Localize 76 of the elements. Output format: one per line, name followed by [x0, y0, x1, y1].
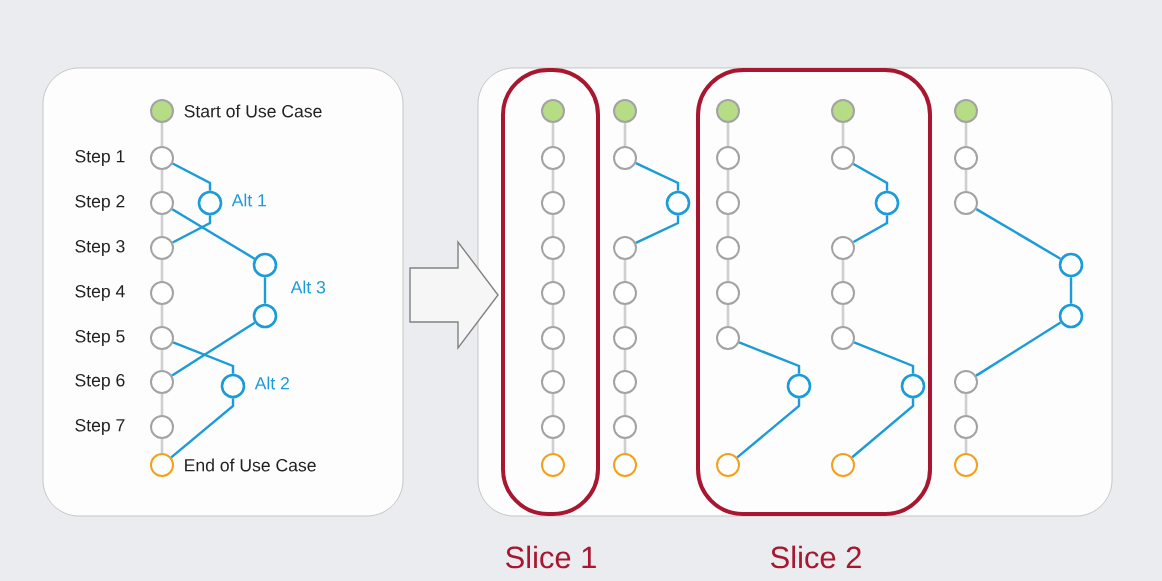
step-line — [623, 123, 627, 146]
step-line — [551, 305, 555, 326]
step-line — [160, 123, 164, 146]
end-label: End of Use Case — [185, 458, 316, 472]
step-label: Step 4 — [75, 285, 125, 301]
alternative-circle — [900, 373, 926, 399]
step-label: Step 3 — [75, 240, 125, 256]
card-background — [42, 67, 404, 517]
step-line — [841, 305, 845, 326]
alternative-circle — [1058, 303, 1084, 329]
alternative-circle — [252, 303, 278, 329]
alternative-label: Alt 1 — [231, 193, 266, 207]
step-label: Step 5 — [75, 330, 125, 346]
step-line — [551, 170, 555, 191]
step-line — [726, 305, 730, 326]
step-line — [841, 260, 845, 281]
connector-line — [1069, 277, 1073, 304]
connector-line — [851, 398, 915, 459]
step-line — [551, 350, 555, 370]
connector-line — [263, 277, 267, 304]
connector-line — [635, 162, 680, 191]
connector-line — [736, 398, 801, 459]
step-line — [964, 123, 968, 146]
step-label: Step 2 — [75, 195, 125, 211]
alternative-circle — [1058, 252, 1084, 278]
step-line — [623, 260, 627, 281]
step-line — [964, 394, 968, 415]
alternative-label: Alt 2 — [254, 376, 289, 390]
step-line — [160, 394, 164, 415]
alternative-circle — [252, 252, 278, 278]
slice-label: Slice 1 — [506, 545, 596, 569]
connector-line — [852, 215, 889, 244]
step-line — [623, 305, 627, 326]
alternative-label: Alt 3 — [290, 280, 326, 294]
step-line — [551, 260, 555, 281]
connector-line — [975, 208, 1062, 260]
connector-line — [975, 321, 1062, 377]
step-line — [160, 215, 164, 236]
connector-line — [172, 215, 212, 244]
connector-line — [852, 162, 889, 191]
alternative-circle — [874, 190, 900, 216]
block-arrow — [409, 239, 499, 351]
step-line — [841, 123, 845, 146]
step-line — [160, 439, 164, 453]
alternative-circle — [665, 190, 691, 216]
connector-line — [738, 341, 801, 374]
step-line — [551, 123, 555, 146]
step-line — [160, 170, 164, 191]
connector-line — [170, 398, 235, 459]
alternative-circle — [786, 373, 812, 399]
step-line — [623, 439, 627, 453]
step-line — [160, 305, 164, 326]
connector-line — [635, 215, 680, 244]
step-label: Step 7 — [75, 419, 125, 435]
connector-line — [172, 341, 235, 374]
connector-line — [171, 321, 256, 377]
step-line — [551, 394, 555, 415]
step-line — [964, 439, 968, 453]
start-label: Start of Use Case — [184, 104, 322, 118]
step-line — [726, 215, 730, 236]
connector-line — [172, 162, 212, 191]
step-line — [623, 350, 627, 370]
step-label: Step 6 — [75, 374, 125, 390]
step-line — [726, 260, 730, 281]
step-line — [726, 170, 730, 191]
slice-label: Slice 2 — [771, 545, 861, 569]
step-line — [551, 215, 555, 236]
connector-line — [171, 208, 256, 260]
step-line — [160, 260, 164, 281]
step-label: Step 1 — [75, 150, 125, 166]
step-line — [623, 394, 627, 415]
connector-line — [853, 341, 915, 374]
step-line — [551, 439, 555, 453]
step-line — [964, 170, 968, 191]
step-line — [160, 350, 164, 370]
step-line — [726, 123, 730, 146]
